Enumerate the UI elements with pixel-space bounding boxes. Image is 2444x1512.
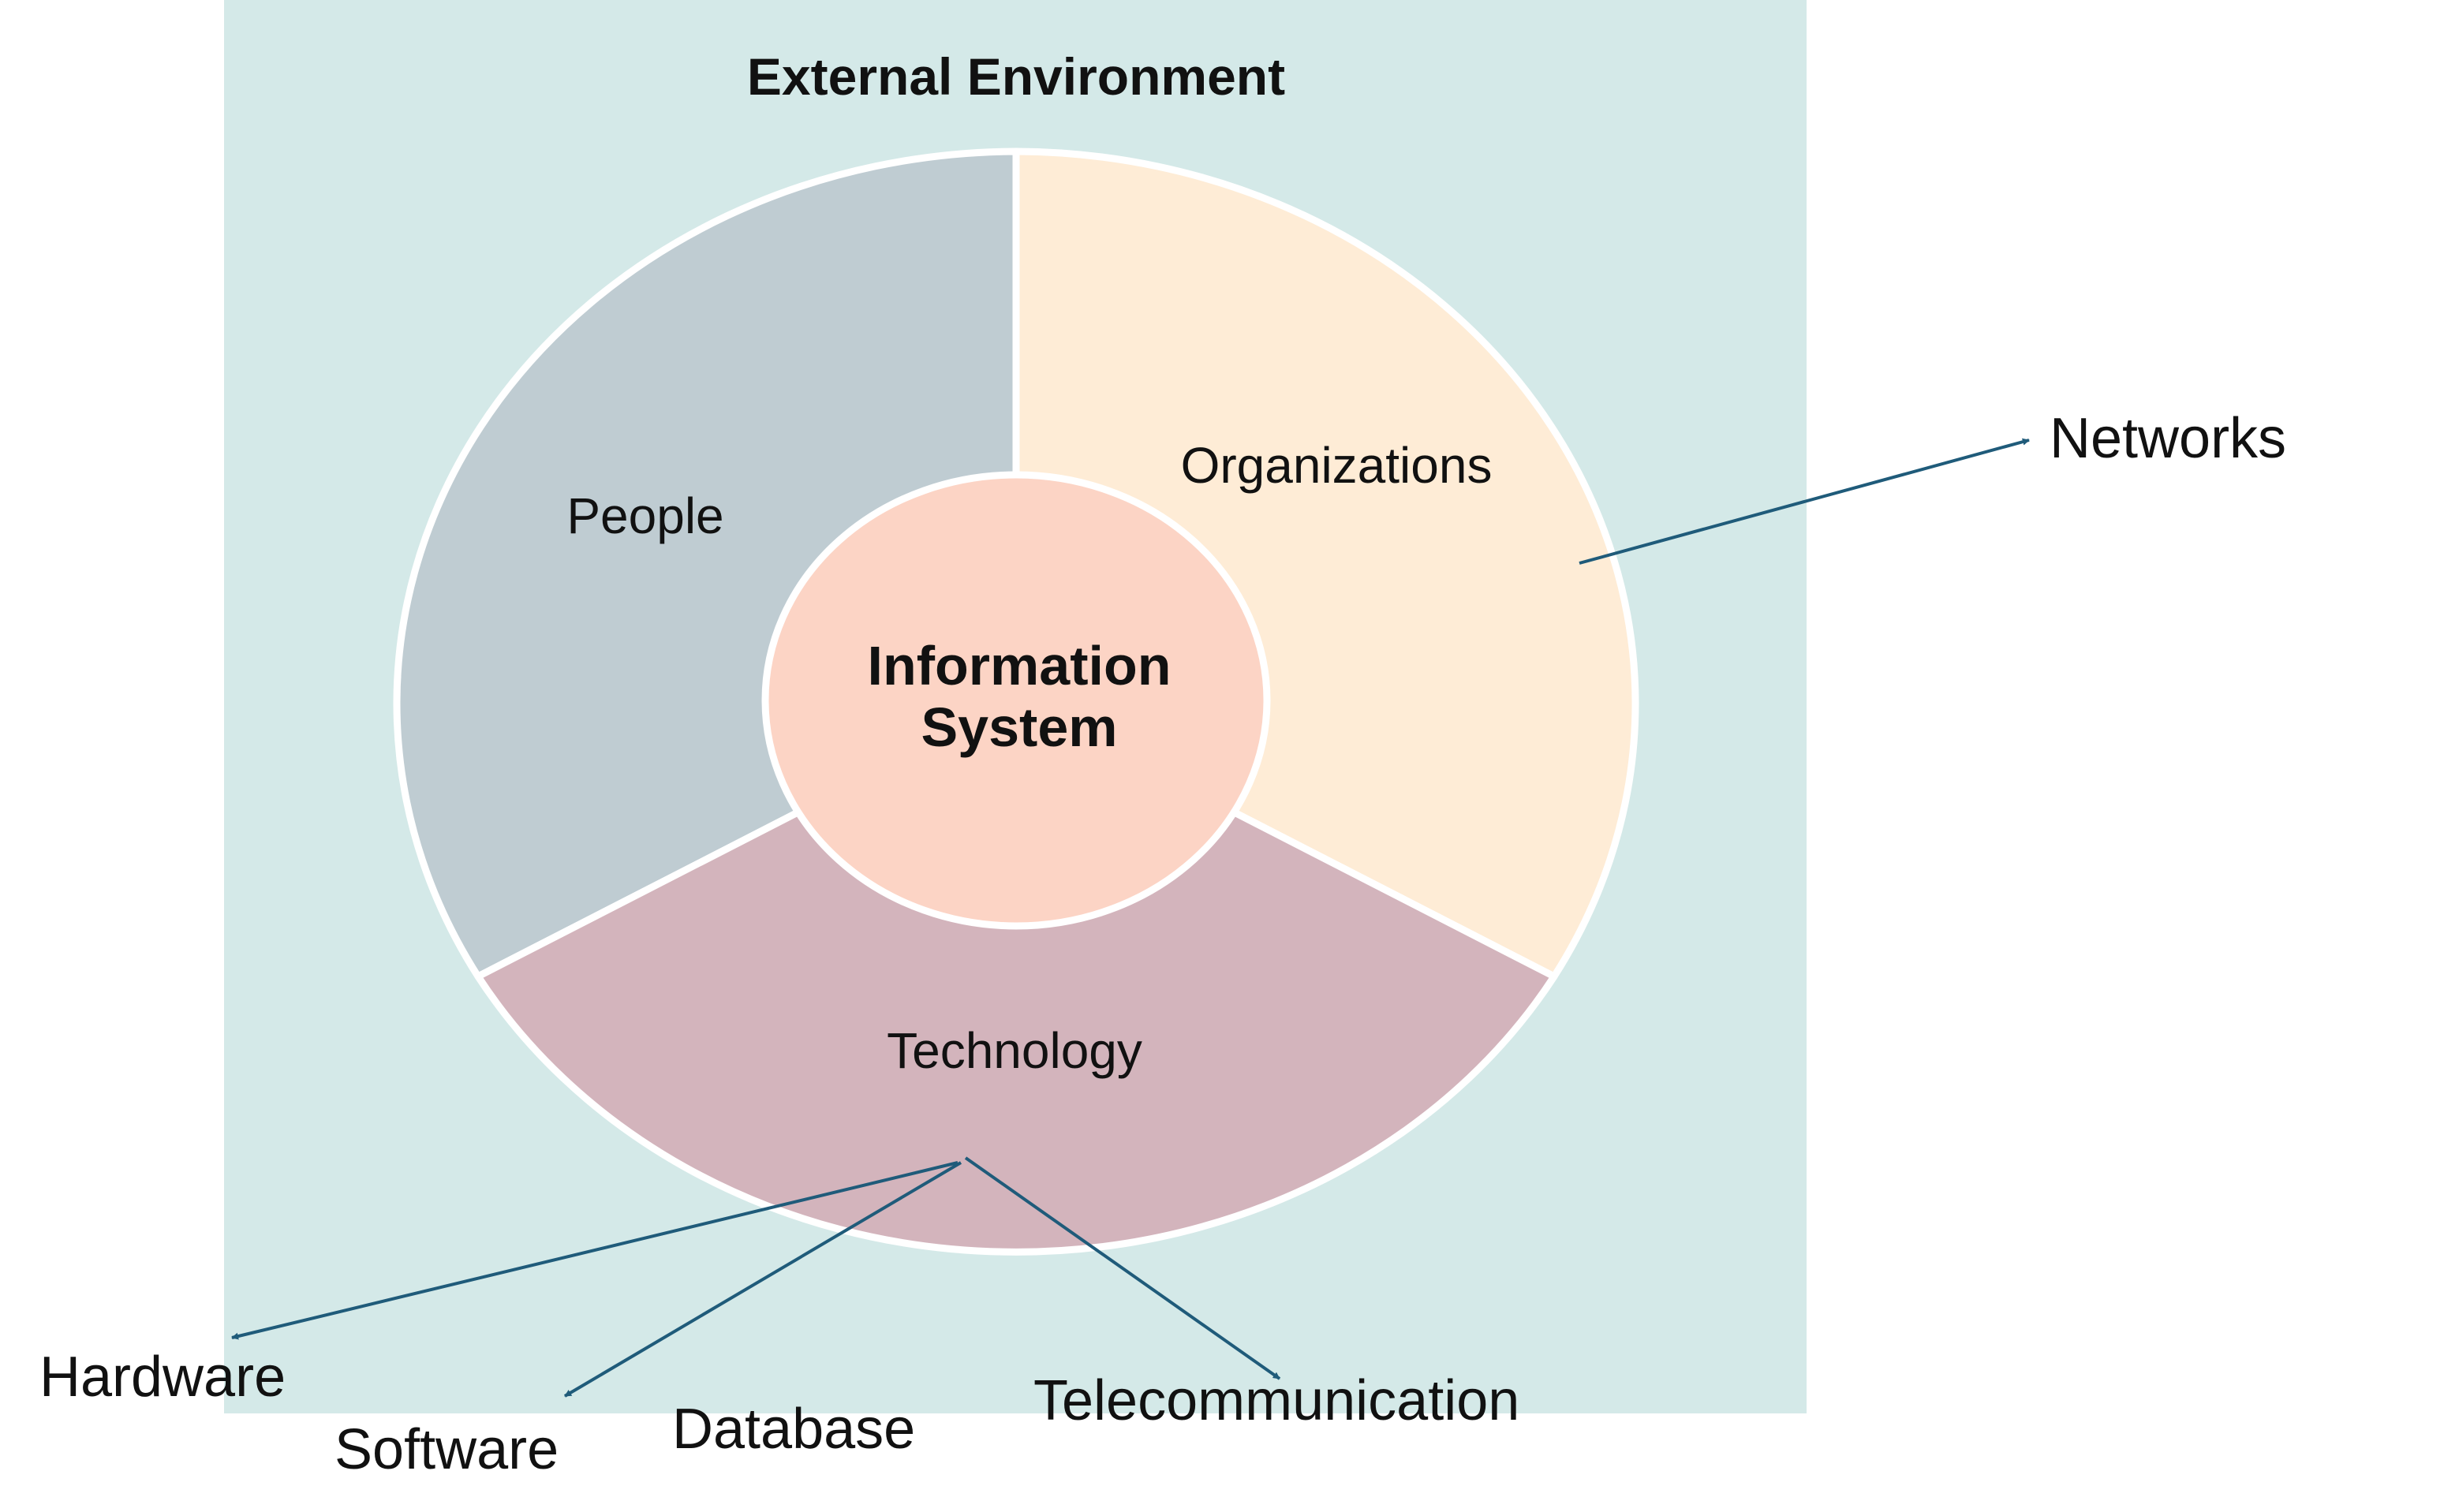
- technology-segment: [474, 696, 1558, 1256]
- people-label: People: [566, 487, 723, 544]
- telecommunication-label: Telecommunication: [1033, 1369, 1519, 1432]
- information-system-circle: [761, 471, 1271, 930]
- software-arrow: [563, 1161, 962, 1398]
- hardware-label: Hardware: [39, 1346, 286, 1409]
- external-environment-title: External Environment: [747, 47, 1285, 106]
- organizations-label: Organizations: [1181, 437, 1493, 494]
- database-label: Database: [672, 1398, 915, 1461]
- hardware-arrow: [231, 1161, 959, 1340]
- technology-label: Technology: [887, 1022, 1142, 1079]
- networks-arrow: [1579, 438, 2030, 565]
- callout-arrows: [231, 438, 2030, 1398]
- networks-label: Networks: [2050, 407, 2286, 470]
- telecommunication-arrow: [964, 1156, 1281, 1380]
- information-system-label-line2: System: [921, 696, 1117, 758]
- information-system-label-line1: Information: [868, 635, 1172, 696]
- software-label: Software: [334, 1418, 559, 1481]
